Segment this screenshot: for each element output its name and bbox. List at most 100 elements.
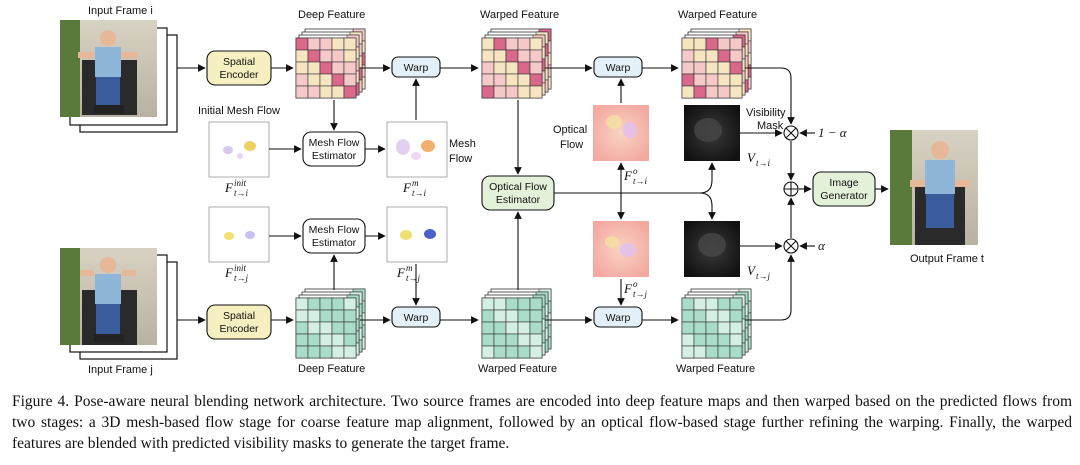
add-operator [783, 181, 799, 197]
warped-feature-bottom-1 [481, 288, 552, 359]
feature-cell [517, 49, 531, 63]
deep-feature-bottom-label: Deep Feature [298, 363, 365, 375]
optical-flow-label-2: Flow [560, 139, 583, 151]
feature-cell [693, 85, 707, 99]
feature-cell [529, 73, 543, 87]
svg-text:F: F [396, 265, 406, 280]
feature-cell [517, 61, 531, 75]
feature-cell [331, 61, 345, 75]
svg-text:V: V [747, 150, 757, 165]
svg-text:m: m [412, 178, 419, 188]
feature-cell [529, 49, 543, 63]
feature-cell [343, 37, 357, 51]
one-minus-alpha-label: 1 − α [818, 125, 848, 140]
math-f-init-j: F init t→j [224, 263, 249, 283]
warped-feature-top-2 [681, 28, 752, 99]
feature-cell [693, 49, 707, 63]
feature-cell [343, 333, 357, 347]
svg-text:Mesh Flow: Mesh Flow [309, 224, 360, 236]
svg-text:Image: Image [829, 177, 858, 189]
image-generator: Image Generator [812, 171, 876, 207]
feature-cell [295, 333, 309, 347]
feature-cell [681, 61, 695, 75]
svg-text:F: F [623, 168, 633, 183]
feature-cell [729, 37, 743, 51]
svg-text:Warp: Warp [404, 62, 429, 74]
multiply-operator-top [783, 125, 799, 141]
feature-cell [517, 85, 531, 99]
feature-cell [331, 85, 345, 99]
svg-text:Generator: Generator [820, 190, 868, 202]
feature-cell [729, 297, 743, 311]
feature-cell [517, 297, 531, 311]
feature-cell [693, 73, 707, 87]
feature-cell [717, 61, 731, 75]
spatial-encoder-bottom: Spatial Encoder [206, 304, 272, 340]
feature-cell [343, 49, 357, 63]
svg-text:t→i: t→i [234, 188, 249, 198]
feature-cell [319, 37, 333, 51]
feature-cell [481, 333, 495, 347]
feature-cell [517, 345, 531, 359]
feature-cell [681, 297, 695, 311]
feature-cell [481, 73, 495, 87]
mesh-flow-label-2: Flow [449, 153, 472, 165]
feature-cell [693, 345, 707, 359]
feature-cell [529, 321, 543, 335]
spatial-encoder-top: Spatial Encoder [206, 50, 272, 86]
feature-cell [693, 37, 707, 51]
feature-cell [517, 309, 531, 323]
person-photo-j [60, 248, 157, 345]
math-f-o-i: F o t→i [623, 166, 648, 186]
mesh-flow-j-thumb [386, 206, 448, 263]
warp-top-1: Warp [391, 56, 441, 78]
math-v-i: V t→i [747, 150, 771, 168]
feature-cell [517, 73, 531, 87]
feature-cell [481, 61, 495, 75]
mesh-flow-label: Mesh [449, 138, 476, 150]
feature-cell [295, 37, 309, 51]
feature-cell [505, 85, 519, 99]
feature-cell [717, 333, 731, 347]
feature-cell [319, 345, 333, 359]
svg-text:Encoder: Encoder [219, 323, 259, 335]
warped-feature-top1-label: Warped Feature [480, 9, 559, 21]
feature-cell [481, 297, 495, 311]
feature-cell [505, 333, 519, 347]
feature-cell [705, 345, 719, 359]
feature-cell [729, 85, 743, 99]
visibility-mask-j-thumb [684, 221, 740, 277]
feature-cell [343, 85, 357, 99]
svg-text:t→i: t→i [633, 176, 648, 186]
feature-cell [343, 309, 357, 323]
feature-cell [331, 297, 345, 311]
feature-cell [307, 309, 321, 323]
input-frame-i-label: Input Frame i [88, 5, 153, 17]
architecture-diagram: Input Frame i Input Frame j Output Frame… [60, 5, 984, 376]
feature-cell [343, 345, 357, 359]
input-frame-j-label: Input Frame j [88, 364, 153, 376]
feature-cell [717, 345, 731, 359]
multiply-operator-bottom [783, 238, 799, 254]
feature-cell [343, 321, 357, 335]
feature-cell [681, 49, 695, 63]
alpha-label: α [818, 238, 826, 253]
feature-cell [481, 37, 495, 51]
feature-cell [319, 297, 333, 311]
feature-cell [319, 49, 333, 63]
feature-cell [717, 297, 731, 311]
feature-cell [705, 73, 719, 87]
svg-text:Spatial: Spatial [223, 310, 255, 322]
svg-text:m: m [406, 263, 413, 273]
initial-mesh-flow-label: Initial Mesh Flow [198, 105, 280, 117]
feature-cell [517, 321, 531, 335]
mesh-flow-estimator-bottom: Mesh Flow Estimator [302, 218, 366, 254]
feature-cell [705, 297, 719, 311]
feature-cell [319, 333, 333, 347]
feature-cell [295, 49, 309, 63]
feature-cell [493, 333, 507, 347]
output-frame: Output Frame t [890, 130, 984, 265]
svg-text:F: F [623, 281, 633, 296]
feature-cell [681, 309, 695, 323]
feature-cell [693, 61, 707, 75]
